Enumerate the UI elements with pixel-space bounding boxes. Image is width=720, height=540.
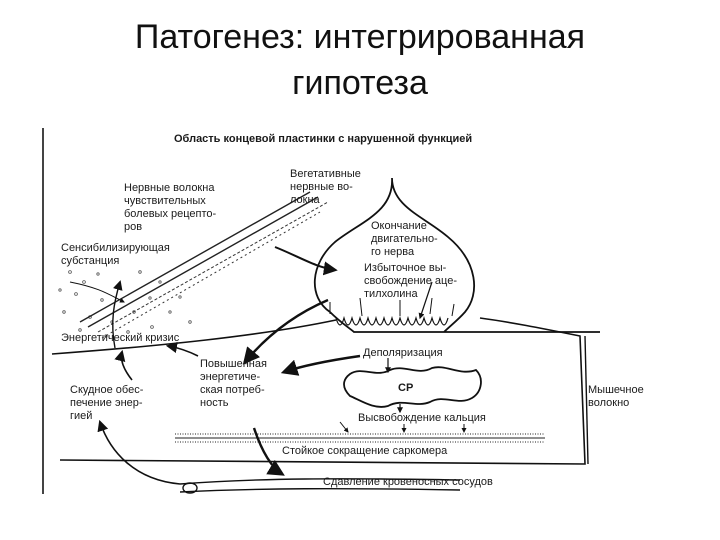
label-ach-3: тилхолина xyxy=(364,288,418,300)
arrow-supply-to-crisis xyxy=(114,349,133,381)
label-contraction: Стойкое сокращение саркомера xyxy=(282,445,448,457)
arrow-crisis-to-sensitizing xyxy=(112,280,123,349)
arrow-demand-to-crisis xyxy=(165,341,199,357)
muscle-fiber-outline xyxy=(59,317,586,465)
sarcomere-bands xyxy=(175,433,545,443)
arrow-terminal-to-demand xyxy=(242,298,329,365)
synaptic-folds xyxy=(335,315,449,326)
motor-nerve-terminal xyxy=(313,177,600,333)
label-sensory-2: чувствительных xyxy=(124,195,206,207)
label-ach-2: свобождение аце- xyxy=(364,275,457,287)
label-energy-demand-4: ность xyxy=(200,397,229,409)
label-calcium: Высвобождение кальция xyxy=(358,412,486,424)
label-motor-end-2: двигательно- xyxy=(371,233,438,245)
label-vegetative-2: нервные во- xyxy=(290,181,353,193)
label-supply-1: Скудное обес- xyxy=(70,384,144,396)
sarcolemma xyxy=(51,319,337,355)
label-sensory-3: болевых рецепто- xyxy=(124,208,217,220)
slide-title: Патогенез: интегрированная гипотеза xyxy=(0,14,720,106)
label-supply-3: гией xyxy=(70,410,93,422)
label-sr: СР xyxy=(398,382,414,394)
label-muscle-2: волокно xyxy=(588,397,630,409)
muscle-bracket xyxy=(584,335,589,465)
blood-vessel-lower xyxy=(179,487,461,493)
label-motor-end-1: Окончание xyxy=(371,220,427,232)
arrow-vegetative-to-terminal xyxy=(274,246,338,276)
label-sensitizing-1: Сенсибилизирующая xyxy=(61,242,170,254)
arrow-contraction-to-vessels xyxy=(252,427,285,476)
label-muscle-1: Мышечное xyxy=(588,384,644,396)
label-energy-crisis: Энергетический кризис xyxy=(61,332,180,344)
arrow-calcium-left xyxy=(339,421,349,433)
sensory-fiber-4 xyxy=(101,211,321,339)
label-sensitizing-2: субстанция xyxy=(61,255,120,267)
label-motor-end-3: го нерва xyxy=(371,246,415,258)
pathogenesis-diagram: Область концевой пластинки с нарушенной … xyxy=(40,122,690,500)
label-energy-demand-2: энергетиче- xyxy=(200,371,261,383)
blood-vessel xyxy=(179,478,461,485)
label-sensory-4: ров xyxy=(124,221,143,233)
label-depolarization: Деполяризация xyxy=(363,347,443,359)
arrow-sensitizing-to-fibers xyxy=(69,281,125,303)
vessel-cross-section xyxy=(182,482,198,494)
label-endplate: Область концевой пластинки с нарушенной … xyxy=(174,133,473,145)
diagram-drawing xyxy=(42,128,600,494)
label-vegetative-3: локна xyxy=(290,194,320,206)
title-line-1: Патогенез: интегрированная xyxy=(134,18,586,56)
label-ach-1: Избыточное вы- xyxy=(364,262,447,274)
label-supply-2: печение энер- xyxy=(70,397,143,409)
sensory-fiber-1 xyxy=(79,191,311,323)
sarcoplasmic-reticulum xyxy=(343,366,482,408)
sensory-fiber-2 xyxy=(87,196,319,328)
arrow-depol-to-demand xyxy=(280,354,361,376)
arrow-vessels-to-supply xyxy=(97,419,181,485)
arrow-ach-to-folds xyxy=(418,281,433,320)
sensory-fiber-3 xyxy=(97,201,329,333)
label-vegetative-1: Вегетативные xyxy=(290,168,361,180)
label-vessels: Сдавление кровеносных сосудов xyxy=(323,476,493,488)
label-energy-demand-1: Повышенная xyxy=(200,358,267,370)
title-line-2: гипотеза xyxy=(292,64,428,102)
vesicles xyxy=(329,297,455,317)
label-energy-demand-3: ская потреб- xyxy=(200,384,265,396)
label-sensory-1: Нервные волокна xyxy=(124,182,215,194)
